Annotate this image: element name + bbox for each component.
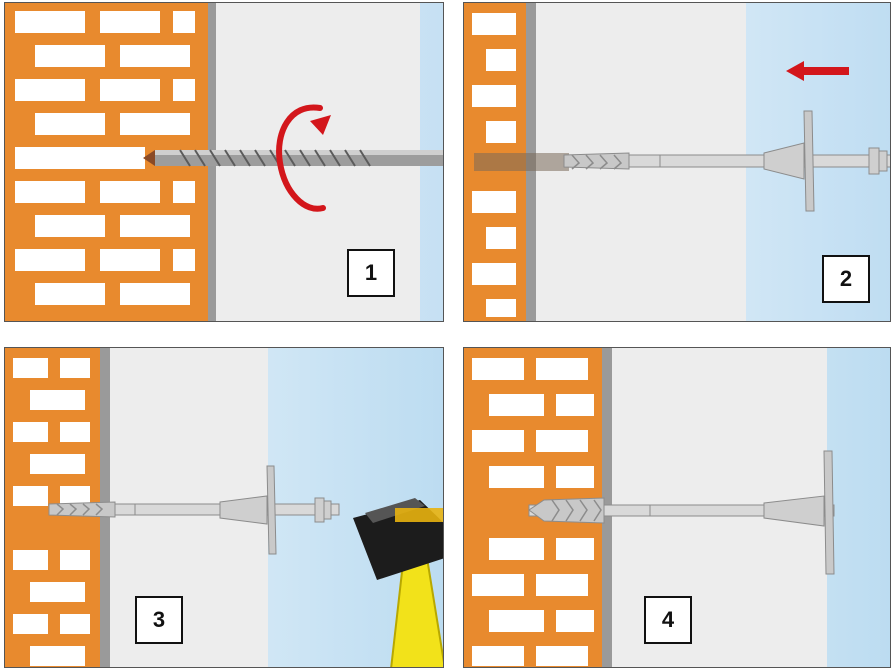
step-number-box: 1 (347, 249, 395, 297)
step-number-box: 4 (644, 596, 692, 644)
panel-step-2: 2 (463, 2, 891, 322)
step-number-box: 3 (135, 596, 183, 644)
panel-3-illustration (5, 348, 444, 668)
panel-step-3: 3 (4, 347, 444, 668)
drill-bit-icon (143, 150, 444, 166)
step-number-box: 2 (822, 255, 870, 303)
panel-step-4: 4 (463, 347, 891, 668)
panel-step-1: 1 (4, 2, 444, 322)
drill-hole (474, 153, 569, 171)
